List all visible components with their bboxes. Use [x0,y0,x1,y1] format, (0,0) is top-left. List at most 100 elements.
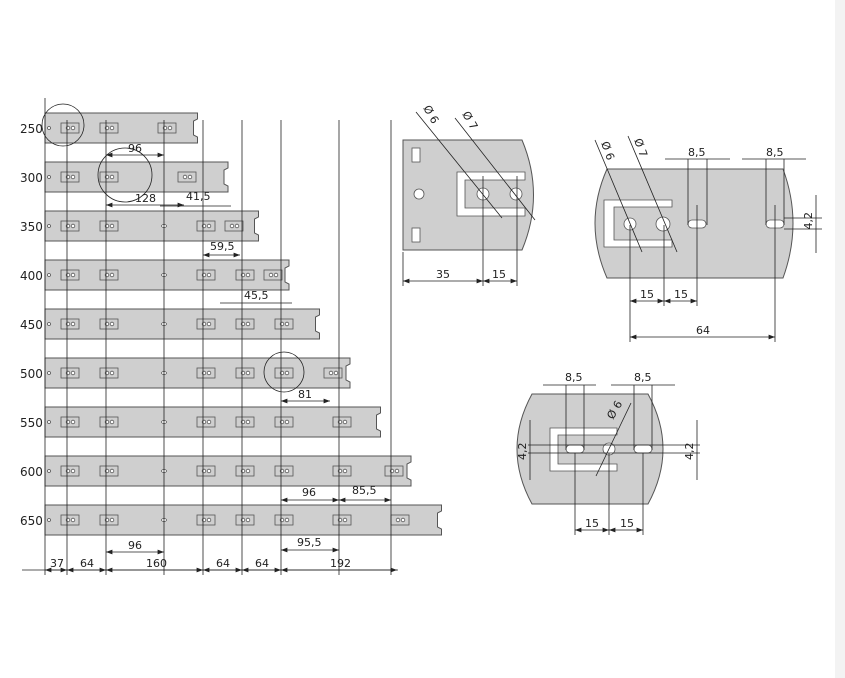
mounting-bracket-icon [60,514,80,526]
detail-circle-3 [263,351,305,393]
bracket-plate-1: 35 15 Ø 6 Ø 7 [402,103,536,286]
mounting-bracket-icon [235,269,255,281]
rail-250 [44,112,198,144]
rail-650 [44,504,442,536]
dim-96-bottom: 96 [128,539,142,552]
plate2-dim-8-5-b: 8,5 [766,146,784,159]
plate2-dim-4-2: 4,2 [802,212,815,230]
rail-label-650: 650 [20,514,43,528]
mounting-bracket-icon [235,465,255,477]
rail-550 [44,406,381,438]
bracket-plate-2: 15 15 64 8,5 8,5 4,2 Ø 6 Ø 7 [594,135,822,342]
dim-64-b: 64 [216,557,230,570]
rail-400 [44,259,290,291]
bottom-dimensions: 37 64 160 64 64 192 [22,557,398,573]
plate2-dim-15-b: 15 [674,288,688,301]
dim-96-mid: 96 [302,486,316,499]
rail-450 [44,308,320,340]
dim-96-top: 96 [128,142,142,155]
mounting-bracket-icon [99,514,119,526]
mounting-bracket-icon [60,416,80,428]
dim-41-5: 41,5 [186,190,211,203]
mounting-bracket-icon [274,465,294,477]
mounting-bracket-icon [274,318,294,330]
dim-128: 128 [135,192,156,205]
mounting-bracket-icon [196,514,216,526]
mounting-bracket-icon [274,416,294,428]
mounting-bracket-icon [196,318,216,330]
plate2-dia-7: Ø 7 [631,137,650,159]
mounting-bracket-icon [274,367,294,379]
dim-81: 81 [298,388,312,401]
rail-label-400: 400 [20,269,43,283]
dim-64-a: 64 [80,557,94,570]
mounting-bracket-icon [196,465,216,477]
plate3-dim-4-2-right: 4,2 [683,443,696,461]
mounting-bracket-icon [99,171,119,183]
mounting-bracket-icon [263,269,283,281]
plate3-dim-8-5-a: 8,5 [565,371,583,384]
mounting-bracket-icon [60,318,80,330]
dim-37: 37 [50,557,64,570]
rails-group [44,112,442,536]
mounting-bracket-icon [99,122,119,134]
mounting-bracket-icon [384,465,404,477]
rail-label-350: 350 [20,220,43,234]
dim-45-5: 45,5 [244,289,269,302]
plate1-dim-15: 15 [492,268,506,281]
plate2-dim-8-5-a: 8,5 [688,146,706,159]
rail-label-450: 450 [20,318,43,332]
plate3-dim-4-2-left: 4,2 [516,443,529,461]
plate3-dim-8-5-b: 8,5 [634,371,652,384]
mounting-bracket-icon [196,367,216,379]
bracket-plate-3: 8,5 8,5 Ø 6 4,2 4,2 15 15 [516,371,700,535]
dim-160: 160 [146,557,167,570]
plate2-dia-6: Ø 6 [598,140,617,162]
mounting-bracket-icon [224,220,244,232]
dim-192: 192 [330,557,351,570]
mounting-bracket-icon [60,269,80,281]
mounting-bracket-icon [60,220,80,232]
plate1-dia-7: Ø 7 [459,109,480,132]
rail-label-600: 600 [20,465,43,479]
mounting-bracket-icon [332,465,352,477]
mounting-bracket-icon [235,514,255,526]
mounting-bracket-icon [235,416,255,428]
plate3-dim-15-a: 15 [585,517,599,530]
mounting-bracket-icon [99,367,119,379]
mounting-bracket-icon [323,367,343,379]
mounting-bracket-icon [196,220,216,232]
mounting-bracket-icon [99,269,119,281]
rail-length-labels: 250 300 350 400 450 500 550 600 650 [20,122,43,528]
mounting-bracket-icon [99,416,119,428]
mounting-bracket-icon [196,269,216,281]
rail-label-300: 300 [20,171,43,185]
mounting-bracket-icon [99,465,119,477]
rail-350 [44,210,259,242]
mounting-bracket-icon [60,367,80,379]
mounting-bracket-icon [177,171,197,183]
mounting-bracket-icon [60,171,80,183]
rail-dimensions: 96 128 41,5 59,5 45,5 81 96 85,5 95,5 96 [106,142,391,555]
plate2-dim-64: 64 [696,324,710,337]
rail-label-500: 500 [20,367,43,381]
mounting-bracket-icon [60,122,80,134]
plate3-dim-15-b: 15 [620,517,634,530]
detail-circle-1 [41,103,85,147]
dim-64-c: 64 [255,557,269,570]
rail-600 [44,455,412,487]
plate1-dim-35: 35 [436,268,450,281]
mounting-bracket-icon [196,416,216,428]
plate2-dim-15-a: 15 [640,288,654,301]
plate1-dia-6: Ø 6 [420,103,441,126]
mounting-bracket-icon [235,367,255,379]
mounting-bracket-icon [60,465,80,477]
dim-95-5: 95,5 [297,536,322,549]
mounting-bracket-icon [332,514,352,526]
page-edge [835,0,845,678]
rail-label-550: 550 [20,416,43,430]
mounting-bracket-icon [99,220,119,232]
mounting-bracket-icon [332,416,352,428]
rail-500 [44,357,351,389]
